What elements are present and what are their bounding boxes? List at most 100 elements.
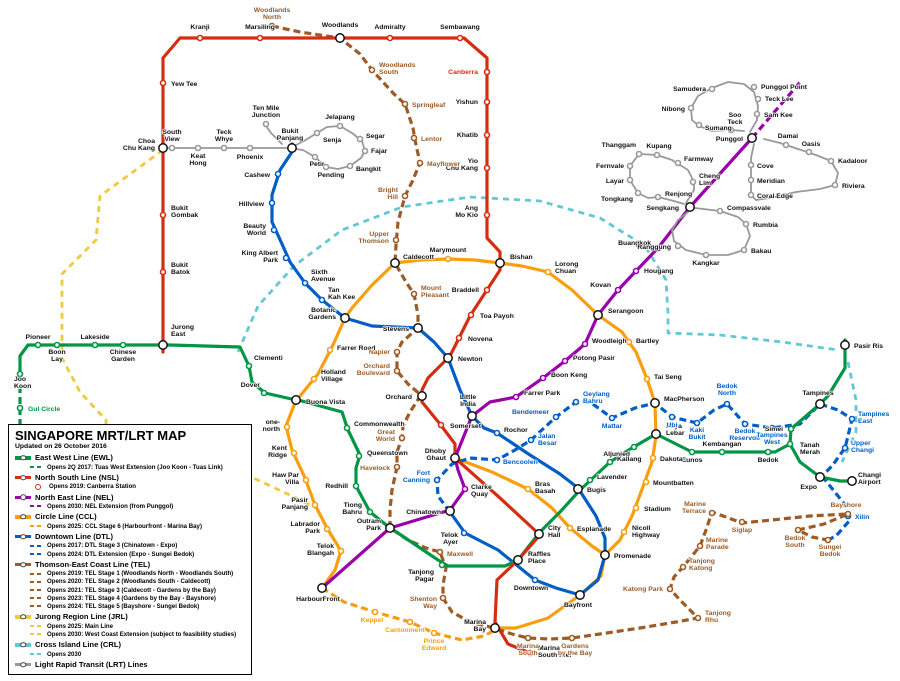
legend-line-label: Light Rapid Transit (LRT) Lines: [35, 660, 148, 669]
station-thanggam: [635, 150, 643, 158]
station-bayshore: [844, 510, 852, 518]
station-label-teck-lee: Teck Lee: [765, 96, 794, 103]
line-tel: [271, 24, 850, 641]
legend-line-label: East West Line (EWL): [35, 453, 113, 463]
station-label-woodleigh: Woodleigh: [592, 338, 627, 345]
station-renjong: [654, 193, 662, 201]
station-bedok: [764, 448, 772, 456]
station-label-jelapang: Jelapang: [325, 114, 354, 121]
station-gul-circle: [16, 404, 24, 412]
station-label-rochor: Rochor: [504, 427, 528, 434]
station-label-caldecott: Caldecott: [403, 254, 435, 261]
station-compassvale: [716, 207, 724, 215]
station-ubi: [668, 413, 676, 421]
station-label-hillview: Hillview: [239, 201, 265, 208]
legend-subitem: Opens 2019: Canberra Station: [30, 483, 245, 490]
station-shenton-way: [439, 594, 447, 602]
legend-subitem-label: Opens 2030: [47, 650, 82, 658]
lrt-line-swatch: [15, 661, 31, 668]
legend-item-jrl: Jurong Region Line (JRL): [15, 612, 245, 621]
dashed-line-icon: [30, 580, 43, 583]
station-label-kadaloor: Kadaloor: [838, 158, 868, 165]
station-cove: [747, 161, 755, 169]
line-nel-ext: [750, 78, 804, 140]
station-label-bayshore: Bayshore: [831, 502, 862, 509]
station-label-esplanade: Esplanade: [577, 526, 611, 533]
tel-line-swatch: [15, 561, 31, 568]
ccl-line-swatch: [15, 514, 31, 520]
station-telok-blangah: [337, 547, 345, 555]
station-sungei-bedok: [824, 536, 832, 544]
station-dot-icon: [20, 642, 26, 648]
station-label-boon-keng: Boon Keng: [551, 372, 587, 379]
station-one-north: [283, 423, 291, 431]
station-dot-icon: [20, 533, 26, 540]
station-label-newton: Newton: [458, 356, 483, 363]
legend-subitem: Opens 2024: TEL Stage 5 (Bayshore - Sung…: [30, 603, 245, 610]
legend-subitem: Opens 2024: DTL Extension (Expo - Sungei…: [30, 551, 245, 558]
station-label-tai-seng: Tai Seng: [654, 374, 682, 381]
legend-item-dtl: Downtown Line (DTL): [15, 532, 245, 541]
station-label-downtown: Downtown: [514, 585, 548, 592]
legend-subitem: Opens 2020: TEL Stage 2 (Woodlands South…: [30, 578, 245, 585]
station-bedok-south: [794, 526, 802, 534]
station-tanjong-katong: [679, 563, 687, 571]
station-label-eunos: Eunos: [682, 457, 703, 464]
station-haw-par-villa: [302, 476, 310, 484]
legend-subitem: Opens 2019: TEL Stage 1 (Woodlands North…: [30, 570, 245, 577]
station-labrador-park: [323, 525, 331, 533]
station-bukit-gombak: [159, 211, 167, 219]
station-newton: [443, 353, 453, 363]
line-crl-main: [236, 195, 839, 353]
station-label-sengkang: Sengkang: [647, 205, 679, 212]
legend-line-label: Jurong Region Line (JRL): [35, 612, 128, 622]
station-label-marymount: Marymount: [430, 247, 467, 254]
station-bedok-north: [723, 400, 731, 408]
station-label-compassvale: Compassvale: [727, 205, 771, 212]
station-dhoby-ghaut: [450, 453, 460, 463]
station-label-sumang: Sumang: [705, 125, 732, 132]
station-label-cantonment: Cantonment: [385, 627, 425, 634]
station-kallang: [606, 458, 614, 466]
station-mount-pleasant: [410, 290, 418, 298]
station-teck-lee: [754, 95, 762, 103]
station-label-braddell: Braddell: [452, 287, 479, 294]
station-layar: [626, 176, 634, 184]
station-great-world: [398, 434, 406, 442]
station-queenstown: [355, 452, 363, 460]
crl-line-swatch: [15, 642, 31, 648]
station-label-tongkang: Tongkang: [601, 196, 633, 203]
station-label-buona-vista: Buona Vista: [306, 399, 345, 406]
future-station-dot-icon: [34, 483, 41, 490]
legend-item-lrt: Light Rapid Transit (LRT) Lines: [15, 660, 245, 669]
station-label-woodlands: Woodlands: [322, 22, 359, 29]
legend-subitem: Opens 2030: [30, 651, 245, 658]
station-hillview: [268, 199, 276, 207]
station-orchard-boulevard: [393, 367, 401, 375]
station-mountbatten: [642, 478, 650, 486]
legend-items: East West Line (EWL)Opens 2Q 2017: Tuas …: [15, 453, 245, 669]
station-dot-icon: [20, 661, 26, 668]
legend-subitem-label: Opens 2023: TEL Stage 4 (Gardens by the …: [47, 594, 216, 602]
station-nibong: [687, 104, 695, 112]
